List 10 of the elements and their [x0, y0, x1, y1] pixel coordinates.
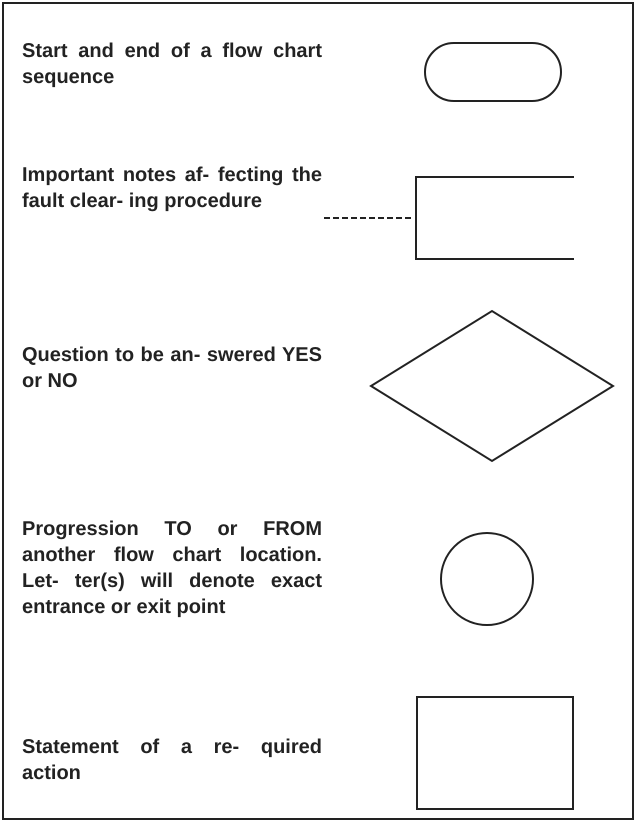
connector-symbol [440, 532, 534, 626]
legend-text: Start and end of a flow chart sequence [22, 39, 322, 90]
annotation-symbol [324, 176, 574, 260]
legend-text: Question to be an- swered YES or NO [22, 343, 322, 394]
legend-text: Progression TO or FROM another flow chart location. Let- ter(s) will denote exact entrance or exit point [22, 517, 322, 620]
decision-symbol [370, 310, 614, 462]
legend-text: Statement of a re- quired action [22, 735, 322, 786]
terminal-symbol [424, 42, 562, 102]
legend-text: Important notes af- fecting the fault clear- ing procedure [22, 163, 322, 214]
process-symbol [416, 696, 574, 810]
